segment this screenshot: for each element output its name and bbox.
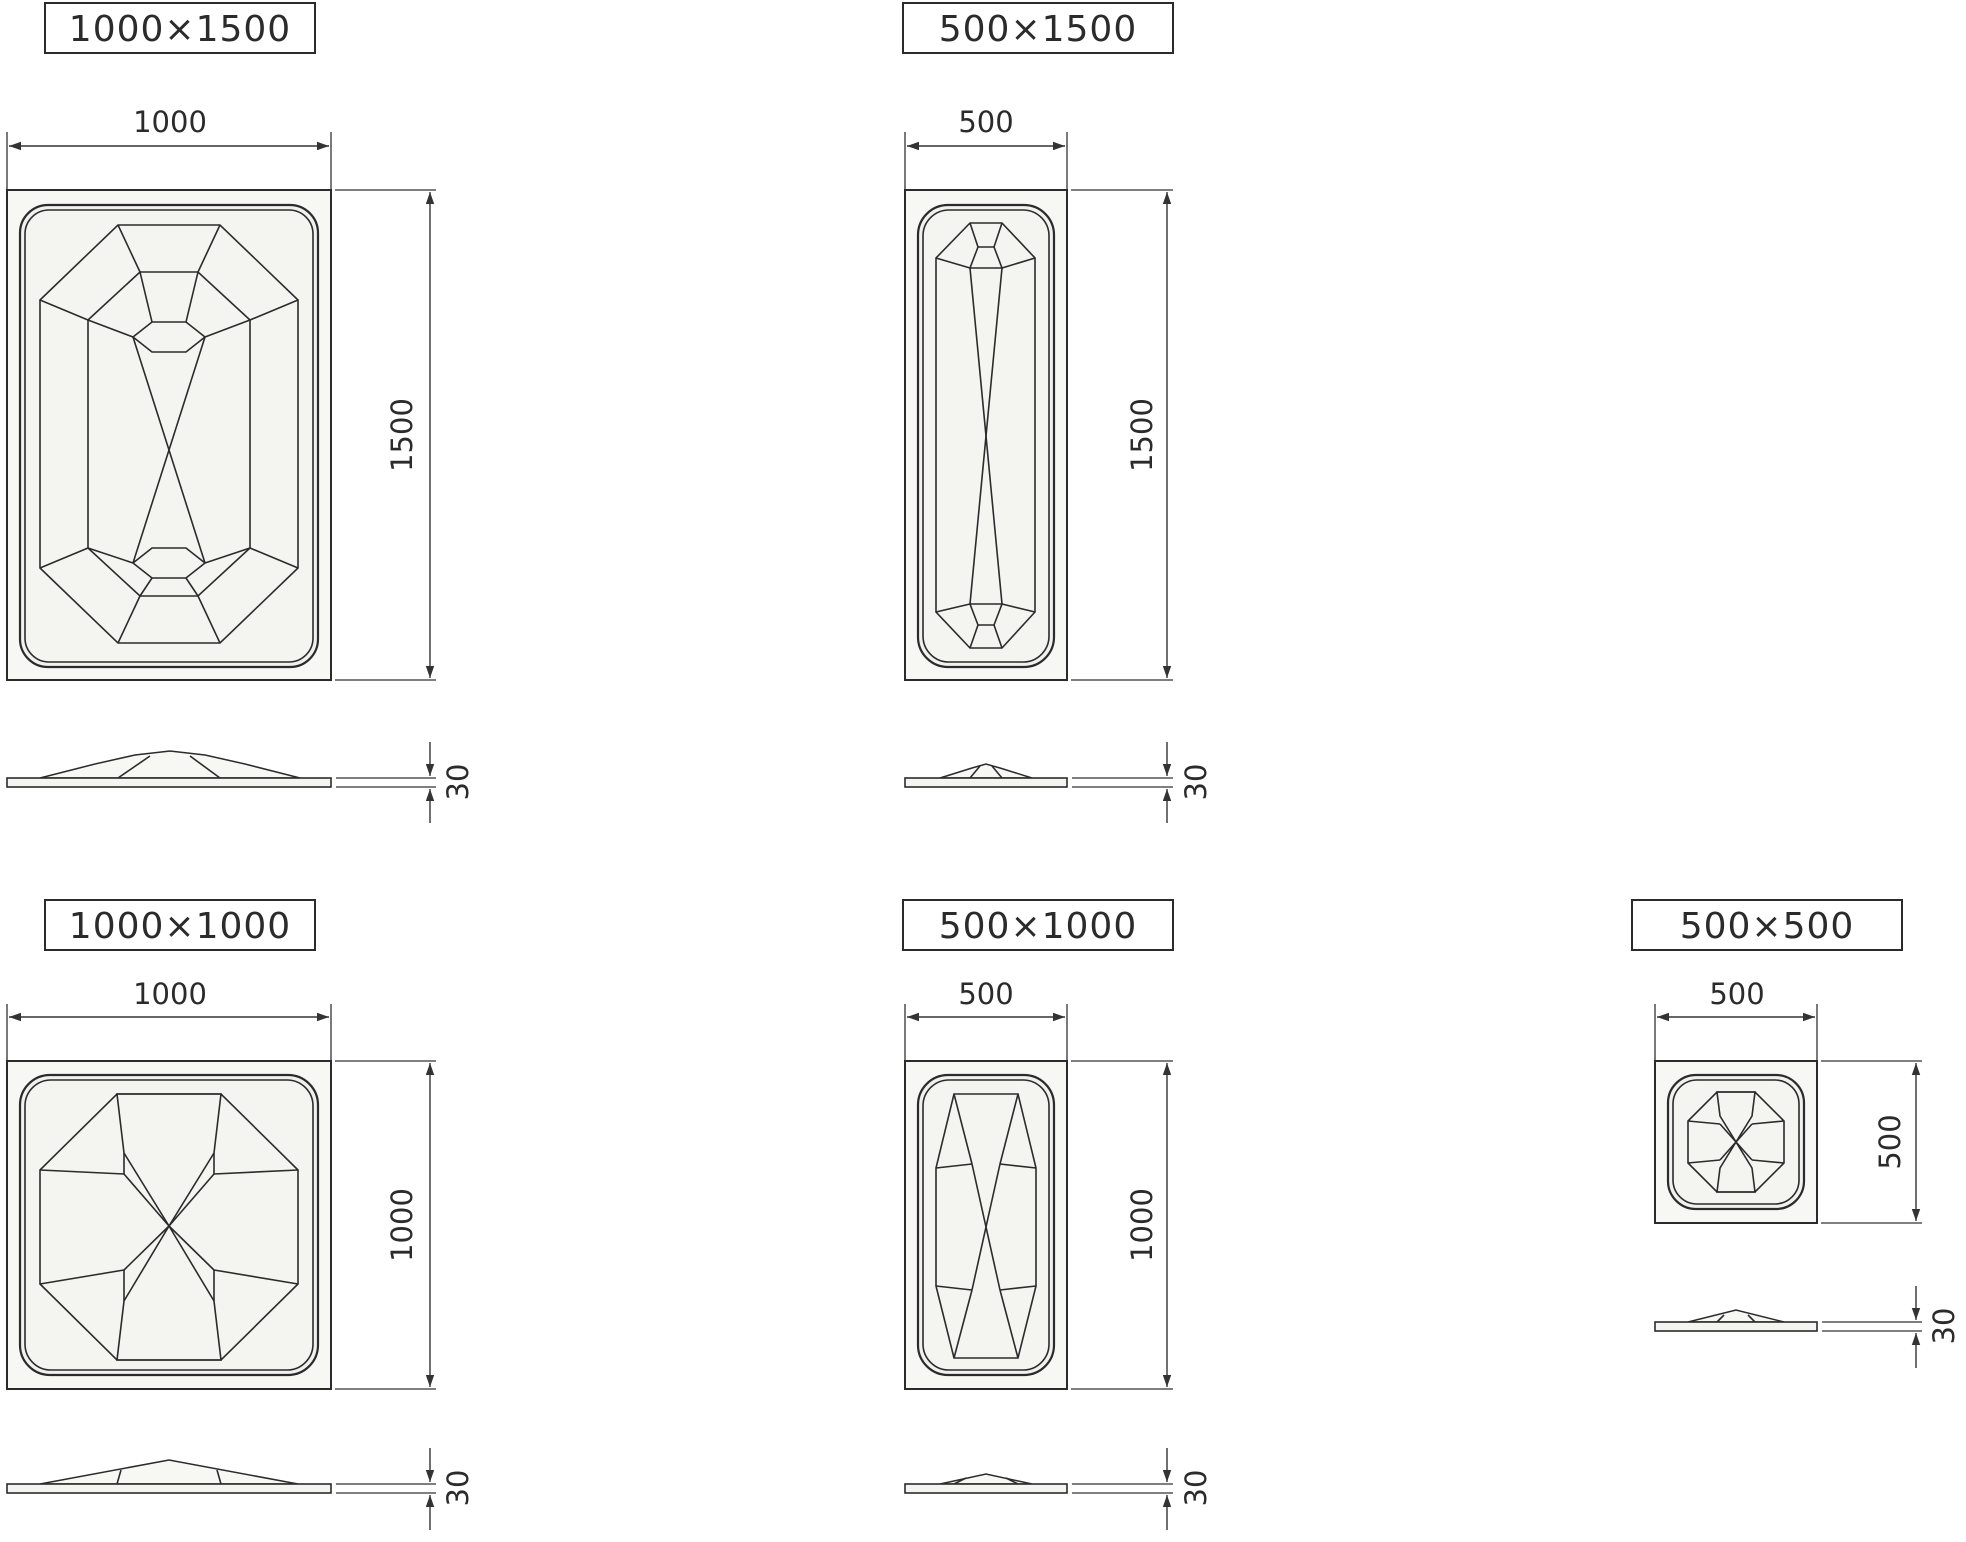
width-dimension: 500 [904, 105, 1068, 190]
width-dim-text: 1000 [133, 105, 207, 139]
panel-500x1500: 500×1500 500 [902, 2, 1213, 823]
panel-1000x1000: 1000×1000 1000 [6, 899, 475, 1530]
thickness-dim-text: 30 [1179, 1470, 1213, 1507]
plan-view [904, 1060, 1068, 1390]
plan-view [1654, 1060, 1818, 1224]
size-label-box: 500×500 [1631, 899, 1903, 951]
height-dim-text: 1500 [1125, 398, 1159, 472]
thickness-dim-text: 30 [441, 764, 475, 801]
width-dimension: 1000 [6, 977, 332, 1061]
height-dimension: 1500 [335, 189, 436, 681]
side-view: 30 [6, 1448, 475, 1530]
panel-500x1000: 500×1000 500 [902, 899, 1213, 1530]
panel-1000x1500: 1000×1500 1000 [6, 2, 475, 823]
width-dimension: 500 [904, 977, 1068, 1061]
width-dimension: 1000 [6, 105, 332, 190]
plan-view [6, 1060, 332, 1390]
size-label-box: 1000×1000 [44, 899, 316, 951]
height-dimension: 1000 [335, 1060, 436, 1390]
height-dimension: 500 [1821, 1060, 1922, 1224]
side-view: 30 [1654, 1286, 1961, 1368]
width-dim-text: 500 [958, 977, 1013, 1011]
height-dim-text: 1500 [385, 398, 419, 472]
height-dim-text: 1000 [1125, 1188, 1159, 1262]
thickness-dim-text: 30 [1927, 1308, 1961, 1345]
width-dim-text: 500 [1709, 977, 1764, 1011]
size-label: 1000×1500 [69, 9, 291, 50]
side-view: 30 [904, 1448, 1213, 1530]
width-dimension: 500 [1654, 977, 1818, 1061]
thickness-dim-text: 30 [1179, 764, 1213, 801]
height-dim-text: 1000 [385, 1188, 419, 1262]
height-dimension: 1000 [1071, 1060, 1173, 1390]
size-label-box: 500×1000 [902, 899, 1174, 951]
height-dim-text: 500 [1873, 1114, 1907, 1169]
size-label: 500×1500 [939, 9, 1138, 50]
size-label: 500×1000 [939, 906, 1138, 947]
size-label: 500×500 [1680, 906, 1855, 947]
width-dim-text: 1000 [133, 977, 207, 1011]
panel-500x500: 500×500 500 [1631, 899, 1961, 1368]
height-dimension: 1500 [1071, 189, 1173, 681]
side-view: 30 [904, 742, 1213, 823]
thickness-dim-text: 30 [441, 1470, 475, 1507]
size-label: 1000×1000 [69, 906, 291, 947]
side-view: 30 [6, 742, 475, 823]
size-label-box: 500×1500 [902, 2, 1174, 54]
size-label-box: 1000×1500 [44, 2, 316, 54]
plan-view [904, 189, 1068, 681]
width-dim-text: 500 [958, 105, 1013, 139]
plan-view [6, 189, 332, 681]
